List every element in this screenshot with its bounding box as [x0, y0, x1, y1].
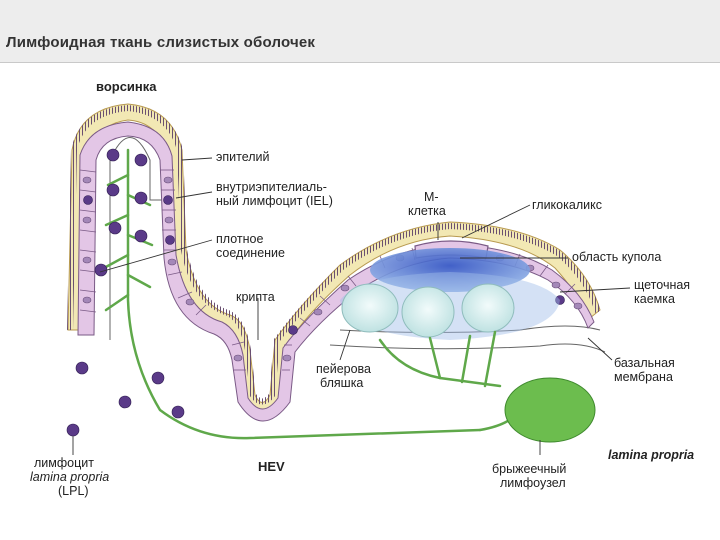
label-lamina-propria: lamina propria — [608, 448, 695, 462]
label-peyer-line1: пейерова — [316, 362, 372, 376]
mesenteric-lymph-node — [504, 377, 596, 443]
label-basal-line2: мембрана — [614, 370, 673, 384]
label-brush-line2: каемка — [634, 292, 675, 306]
label-epithelium: эпителий — [216, 150, 270, 164]
title-bar: Лимфоидная ткань слизистых оболочек — [0, 0, 720, 63]
epithelium-layer — [77, 121, 595, 422]
label-brush-line1: щеточная — [634, 278, 691, 292]
dome-area — [370, 248, 530, 292]
lpl-cells — [66, 148, 185, 437]
label-mcell-line2: клетка — [408, 204, 446, 218]
brush-border — [67, 104, 601, 405]
label-crypt: крипта — [236, 290, 275, 304]
lymph-vessels — [102, 148, 522, 440]
label-tight-line2: соединение — [216, 246, 285, 260]
label-lpl-line1: лимфоцит — [34, 456, 94, 470]
label-lpl-line3: (LPL) — [58, 484, 89, 498]
label-iel-line2: ный лимфоцит (IEL) — [216, 194, 333, 208]
label-glycocalyx: гликокаликс — [532, 198, 602, 212]
label-tight-line1: плотное — [216, 232, 264, 246]
label-villus: ворсинка — [96, 79, 157, 94]
label-peyer-line2: бляшка — [320, 376, 364, 390]
label-dome: область купола — [572, 250, 662, 264]
label-hev: HEV — [258, 459, 285, 474]
label-mesnode-line2: лимфоузел — [500, 476, 566, 490]
label-basal-line1: базальная — [614, 356, 675, 370]
label-iel-line1: внутриэпителиаль- — [216, 180, 327, 194]
iel-cells — [83, 195, 565, 335]
leader-lines — [72, 157, 631, 455]
page-title: Лимфоидная ткань слизистых оболочек — [6, 34, 316, 51]
follicles — [341, 283, 515, 338]
label-mcell-line1: М- — [424, 190, 439, 204]
label-mesnode-line1: брыжеечный — [492, 462, 567, 476]
label-lpl-line2: lamina propria — [30, 470, 110, 484]
